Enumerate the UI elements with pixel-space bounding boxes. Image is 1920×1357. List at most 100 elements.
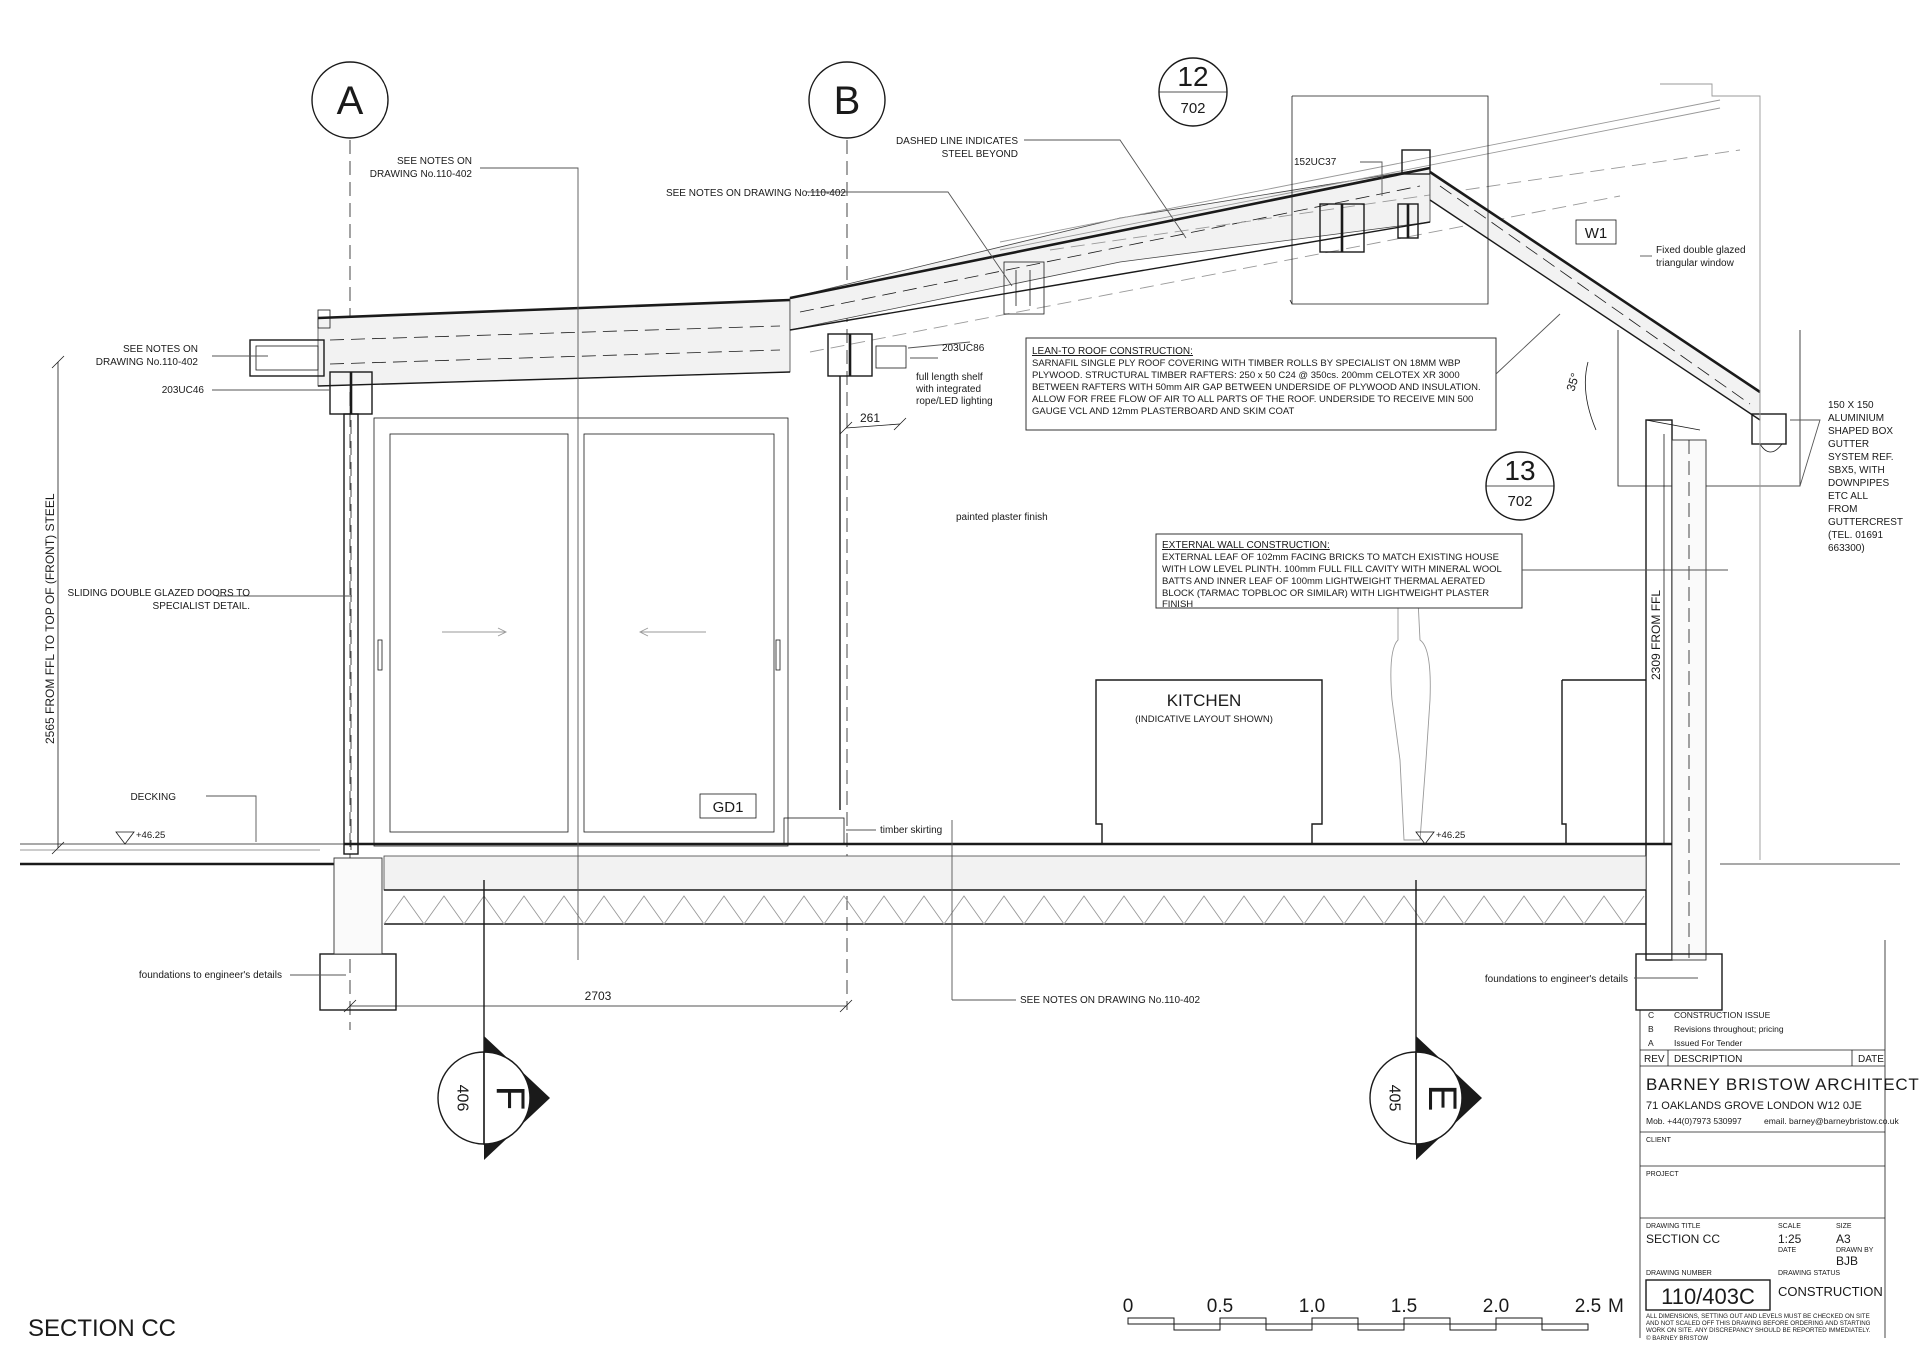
gutter-line-1: 150 X 150 [1828,400,1874,411]
drawing-title-label: DRAWING TITLE [1646,1223,1701,1230]
scale-bar-segment [1495,1317,1543,1325]
label-w1: W1 [1585,225,1608,242]
date-header: DATE [1858,1054,1884,1065]
rev-b: B [1648,1024,1654,1034]
firm-mobile: Mob. +44(0)7973 530997 [1646,1116,1742,1126]
disclaimer-1: ALL DIMENSIONS, SETTING OUT AND LEVELS M… [1646,1313,1870,1320]
roof-note-line-1: SARNAFIL SINGLE PLY ROOF COVERING WITH T… [1032,358,1460,369]
upper-roof-slope [789,99,1741,377]
label-shelf-3: rope/LED lighting [916,396,993,407]
label-skirting: timber skirting [880,825,942,836]
gutter-note: 150 X 150 ALUMINIUM SHAPED BOX GUTTER SY… [1828,400,1903,554]
wall-note-line-5: FINISH [1162,599,1193,610]
label-152uc37: 152UC37 [1294,157,1337,168]
scale-tick-label: 1.0 [1299,1296,1325,1317]
drawing-title: SECTION CC [1646,1232,1720,1246]
ridge-and-steep-roof [1289,83,1801,860]
roof-note-line-3: BETWEEN RAFTERS WITH 50mm AIR GAP BETWEE… [1032,382,1481,393]
gutter-line-6: SBX5, WITH [1828,465,1885,476]
rev-b-desc: Revisions throughout; pricing [1674,1024,1784,1034]
gutter-line-12: 663300) [1828,543,1865,554]
drawing-number: 110/403C [1661,1284,1755,1309]
desc-header: DESCRIPTION [1674,1054,1742,1065]
revision-table: C CONSTRUCTION ISSUE B Revisions through… [1640,1010,1885,1067]
status-label: DRAWING STATUS [1778,1270,1840,1277]
label-see-notes-a-1: SEE NOTES ON [397,156,472,167]
rev-c-desc: CONSTRUCTION ISSUE [1674,1010,1771,1020]
copyright: © BARNEY BRISTOW [1646,1335,1708,1342]
label-found-left: foundations to engineer's details [139,970,282,981]
label-dim-2565: 2565 FROM FFL TO TOP OF (FRONT) STEEL [43,493,57,744]
section-marker-f: F 406 [437,880,550,1160]
label-203uc86: 203UC86 [942,343,985,354]
floor-slab [20,842,1900,1011]
sliding-doors [373,417,789,847]
drawn-by-label: DRAWN BY [1836,1247,1874,1254]
wall-note-line-1: EXTERNAL LEAF OF 102mm FACING BRICKS TO … [1162,552,1499,563]
scale-bar-segment [1541,1323,1589,1331]
label-angle-35: 35° [1564,371,1583,393]
label-decking: DECKING [130,792,176,803]
gutter-line-2: ALUMINIUM [1828,413,1884,424]
size-label: SIZE [1836,1223,1852,1230]
label-see-notes-bottom: SEE NOTES ON DRAWING No.110-402 [1020,995,1200,1006]
rev-a-desc: Issued For Tender [1674,1038,1743,1048]
scale-bar-segment [1219,1317,1267,1325]
roof-note-title: LEAN-TO ROOF CONSTRUCTION: [1032,346,1193,357]
roof-note-line-2: PLYWOOD. STRUCTURAL TIMBER RAFTERS: 250 … [1032,370,1460,381]
scale-tick-label: 1.5 [1391,1296,1417,1317]
project-label: PROJECT [1646,1171,1679,1178]
label-level-left: +46.25 [136,830,165,841]
client-label: CLIENT [1646,1137,1672,1144]
scale-bar-segment [1311,1317,1359,1325]
label-level-right: +46.25 [1436,830,1465,841]
label-tri-win-1: Fixed double glazed [1656,245,1746,256]
label-dashed-1: DASHED LINE INDICATES [896,136,1018,147]
wall-note-line-3: BATTS AND INNER LEAF OF 100mm LIGHTWEIGH… [1162,576,1485,587]
wall-note-box: EXTERNAL WALL CONSTRUCTION: EXTERNAL LEA… [1155,533,1523,610]
section-f-sheet: 406 [454,1085,471,1112]
wall-note-title: EXTERNAL WALL CONSTRUCTION: [1162,540,1330,551]
label-see-notes-left-2: DRAWING No.110-402 [96,357,199,368]
grid-marker-a-label: A [337,79,364,123]
scale-bar-segment [1173,1323,1221,1331]
label-tri-win-2: triangular window [1656,258,1735,269]
gutter-line-5: SYSTEM REF. [1828,452,1894,463]
scale-bar-unit: M [1608,1296,1624,1317]
label-sliding-1: SLIDING DOUBLE GLAZED DOORS TO [68,588,251,599]
section-f-letter: F [488,1086,532,1110]
label-gd1: GD1 [713,799,744,816]
roof-note-line-4: ALLOW FOR FREE FLOW OF AIR TO ALL PARTS … [1032,394,1473,405]
rev-c: C [1648,1010,1654,1020]
label-sliding-2: SPECIALIST DETAIL. [153,601,250,612]
scale-tick-label: 0 [1123,1296,1134,1317]
drawing-status: CONSTRUCTION [1778,1284,1883,1299]
rev-a: A [1648,1038,1654,1048]
label-kitchen: KITCHEN [1167,691,1242,710]
label-dim-2703: 2703 [585,989,612,1003]
annotation-labels: SEE NOTES ON DRAWING No.110-402 SEE NOTE… [28,136,1903,1342]
label-kitchen-sub: (INDICATIVE LAYOUT SHOWN) [1135,714,1273,725]
scale-tick-label: 2.0 [1483,1296,1509,1317]
scale-bar-segment [1449,1323,1497,1331]
date-label: DATE [1778,1247,1796,1254]
section-e-letter: E [1420,1085,1464,1112]
label-shelf-1: full length shelf [916,372,983,383]
label-dim-261: 261 [860,411,880,425]
label-dim-2309: 2309 FROM FFL [1649,590,1663,680]
rev-header: REV [1644,1054,1665,1065]
leader-lines [51,139,1821,1013]
scale-value: 1:25 [1778,1232,1802,1246]
scale-label: SCALE [1778,1223,1801,1230]
label-painted: painted plaster finish [956,512,1048,523]
ref-13-sheet: 702 [1507,493,1532,510]
title-block: C CONSTRUCTION ISSUE B Revisions through… [1639,940,1920,1342]
section-e-sheet: 405 [1386,1085,1403,1112]
gutter-line-3: SHAPED BOX [1828,426,1893,437]
ref-12-sheet: 702 [1180,100,1205,117]
firm-name: BARNEY BRISTOW ARCHITECTS [1646,1075,1920,1094]
label-see-notes-left-1: SEE NOTES ON [123,344,198,355]
section-ref-13: 13 702 [1485,451,1555,521]
